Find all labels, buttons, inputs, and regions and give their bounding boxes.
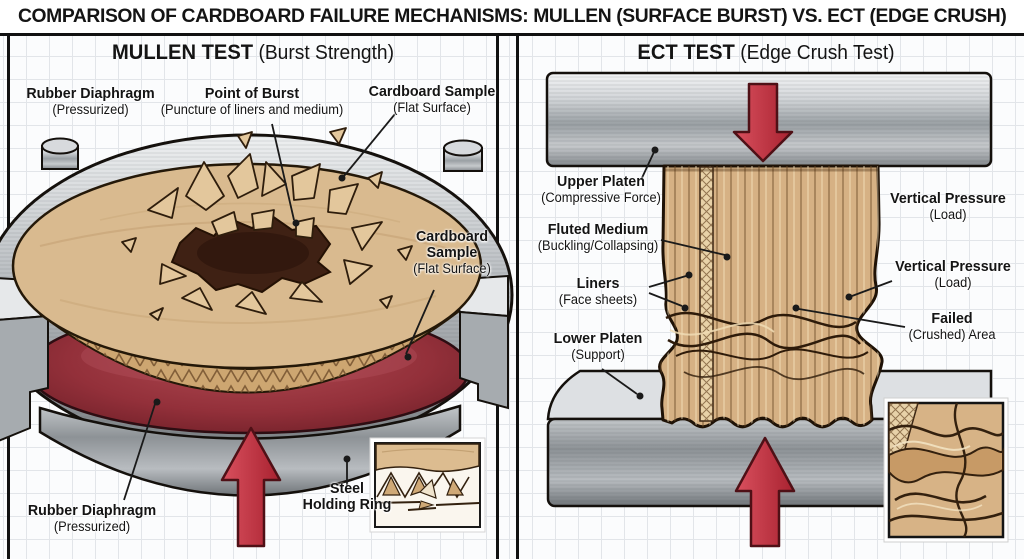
ect-apparatus bbox=[545, 71, 1009, 548]
mullen-apparatus bbox=[0, 113, 514, 548]
compression-arrow-down-icon bbox=[732, 82, 794, 163]
label-failed-area: Failed (Crushed) Area bbox=[908, 310, 996, 343]
label-fluted-medium: Fluted Medium (Buckling/Collapsing) bbox=[537, 221, 659, 254]
main-title-bar: COMPARISON OF CARDBOARD FAILURE MECHANIS… bbox=[0, 0, 1024, 36]
label-cardboard-sample-side: Cardboard Sample (Flat Surface) bbox=[413, 228, 491, 277]
clamp-pin-left-icon bbox=[41, 137, 79, 170]
mullen-title-tail: (Burst Strength) bbox=[253, 42, 394, 64]
buckling-cardboard-column bbox=[658, 164, 884, 429]
mullen-panel-title: MULLEN TEST (Burst Strength) bbox=[17, 41, 489, 65]
label-vertical-pressure-mid: Vertical Pressure (Load) bbox=[895, 258, 1011, 291]
label-cardboard-sample-top: Cardboard Sample (Flat Surface) bbox=[368, 83, 496, 116]
support-arrow-up-icon bbox=[734, 436, 796, 548]
clamp-pin-right-icon bbox=[443, 139, 483, 172]
label-lower-platen: Lower Platen (Support) bbox=[553, 330, 643, 363]
label-vertical-pressure-top: Vertical Pressure (Load) bbox=[890, 190, 1006, 223]
mullen-leader-lines bbox=[123, 113, 435, 501]
label-upper-platen: Upper Platen (Compressive Force) bbox=[541, 173, 661, 206]
mullen-title-bold: MULLEN TEST bbox=[112, 41, 254, 64]
label-liners: Liners (Face sheets) bbox=[558, 275, 638, 308]
label-point-of-burst: Point of Burst (Puncture of liners and m… bbox=[160, 85, 344, 118]
ect-title-bold: ECT TEST bbox=[637, 41, 735, 64]
burst-crosssection-inset bbox=[369, 437, 486, 533]
pressure-arrow-up-icon bbox=[220, 426, 282, 548]
torn-shards bbox=[121, 127, 413, 321]
crushed-folds bbox=[665, 311, 869, 381]
burst-hole bbox=[170, 214, 332, 294]
label-steel-holding-ring: Steel Holding Ring bbox=[302, 480, 392, 514]
ect-title-tail: (Edge Crush Test) bbox=[734, 42, 895, 64]
crushed-flute-inset bbox=[883, 397, 1009, 543]
label-rubber-diaphragm-bottom: Rubber Diaphragm (Pressurized) bbox=[27, 502, 157, 535]
main-title: COMPARISON OF CARDBOARD FAILURE MECHANIS… bbox=[17, 5, 1007, 27]
label-rubber-diaphragm-top: Rubber Diaphragm (Pressurized) bbox=[26, 85, 155, 118]
ect-panel-title: ECT TEST (Edge Crush Test) bbox=[526, 41, 1006, 65]
ect-leader-lines bbox=[601, 146, 906, 400]
